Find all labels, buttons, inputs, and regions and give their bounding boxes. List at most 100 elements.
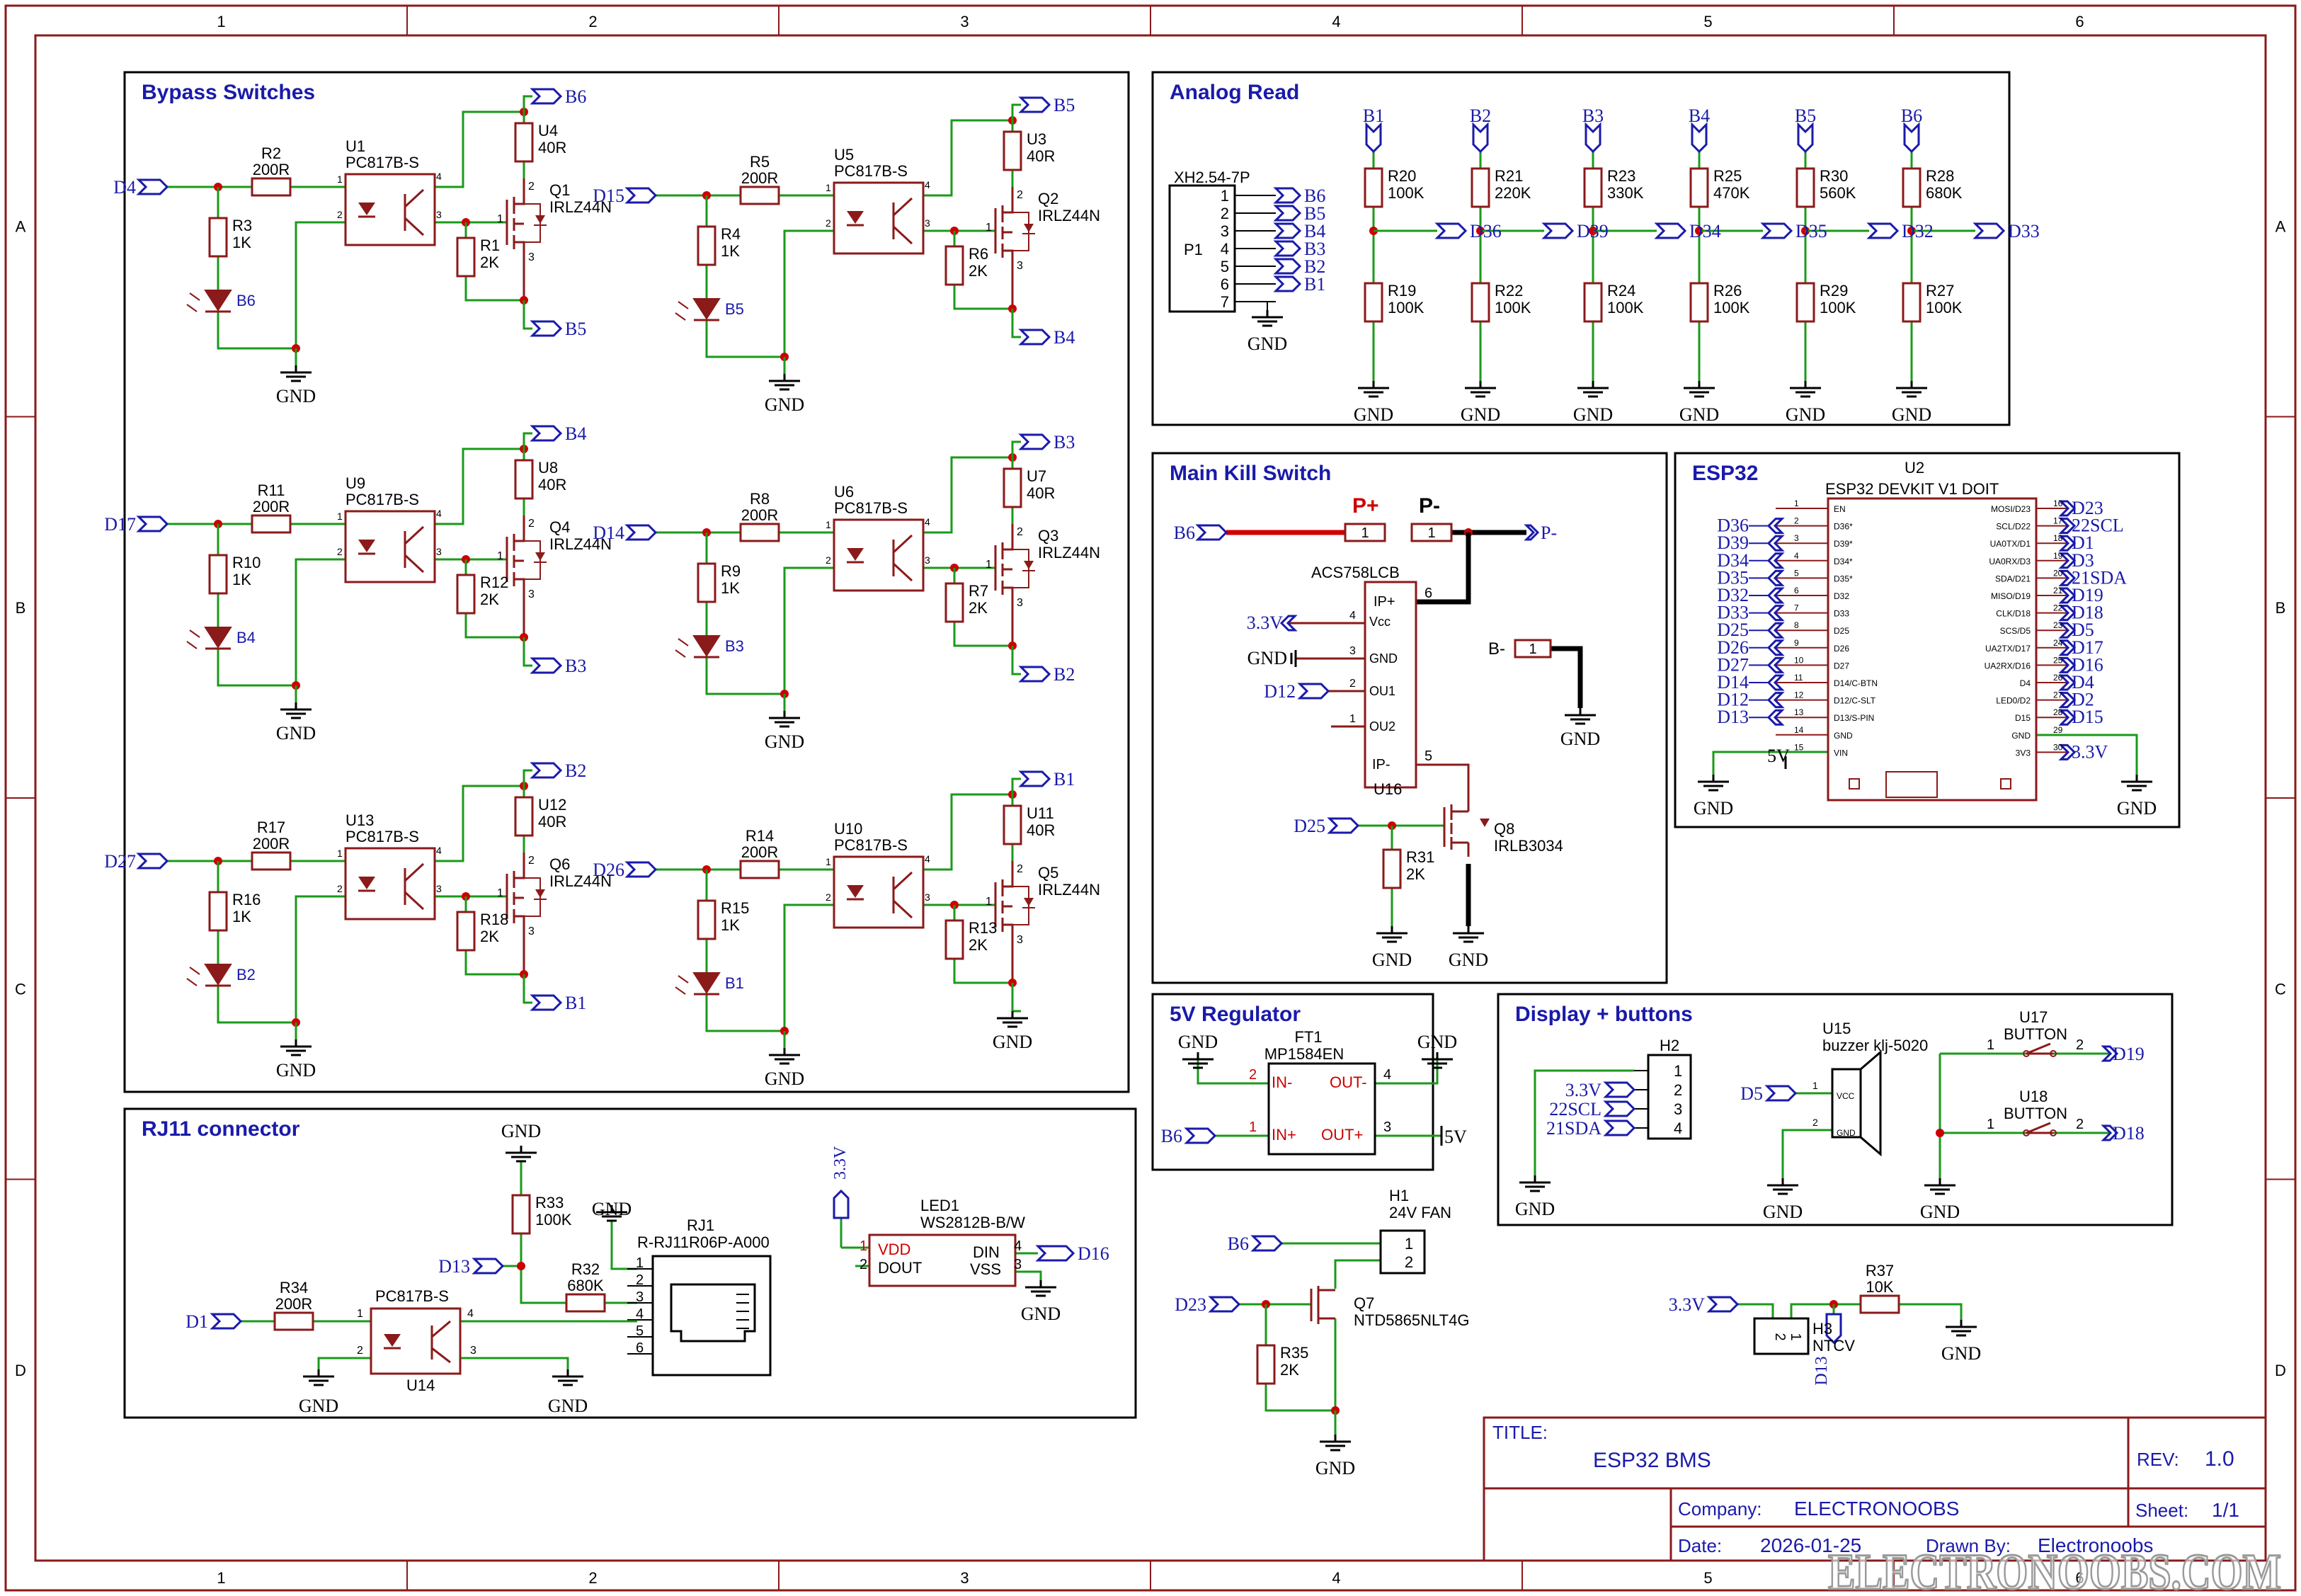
net-name: 5V bbox=[1767, 746, 1790, 766]
resistor-ref: R33 bbox=[535, 1194, 564, 1212]
net-flag-shape bbox=[2101, 1124, 2119, 1141]
pin-number: 21 bbox=[2053, 586, 2063, 595]
pin-number: 6 bbox=[1794, 586, 1799, 595]
net-flag-shape bbox=[1273, 240, 1302, 257]
ground-symbol bbox=[280, 702, 312, 719]
components bbox=[136, 88, 2267, 1562]
resistor-ref: R16 bbox=[232, 891, 261, 908]
buzzer-ref: U15 bbox=[1822, 1020, 1851, 1037]
net-flag bbox=[136, 853, 169, 870]
net-flag-shape bbox=[1866, 222, 1900, 239]
resistor-body bbox=[944, 919, 964, 960]
led-triangle bbox=[692, 635, 721, 657]
grid-row-label: A bbox=[2276, 217, 2286, 235]
resistor-body bbox=[1583, 282, 1603, 323]
wire bbox=[524, 877, 541, 917]
net-flag bbox=[1603, 1119, 1636, 1136]
pin-number: 1 bbox=[860, 1238, 867, 1254]
net-flag-shape bbox=[530, 320, 563, 337]
fan-header bbox=[1379, 1229, 1426, 1275]
wire bbox=[1012, 886, 1029, 925]
buzzer-value: buzzer klj-5020 bbox=[1822, 1037, 1928, 1054]
resistor-ref: R18 bbox=[480, 911, 508, 928]
resistor bbox=[456, 574, 476, 615]
regulator-type: MP1584EN bbox=[1264, 1045, 1344, 1063]
net-flag-shape bbox=[1766, 709, 1785, 726]
pin-name: D27 bbox=[1834, 661, 1849, 671]
pin-name: MISO/D19 bbox=[1991, 591, 2031, 601]
pin-number: 3 bbox=[925, 217, 930, 229]
pin-number: 5 bbox=[636, 1323, 644, 1339]
net-name: B6 bbox=[1304, 186, 1325, 206]
opto-ref: U5 bbox=[834, 146, 854, 164]
net-flag bbox=[1766, 692, 1785, 709]
grid-col-label: 2 bbox=[588, 1569, 597, 1587]
ground-symbol bbox=[769, 1048, 800, 1065]
net-name: B2 bbox=[1304, 256, 1325, 277]
net-name: 5V bbox=[1444, 1127, 1467, 1147]
opto-transistor bbox=[892, 871, 913, 891]
ground-label: GND bbox=[1372, 950, 1412, 970]
buzzer-cone bbox=[1859, 1049, 1882, 1157]
mosfet-value: IRLZ44N bbox=[549, 872, 612, 890]
section-title-esp: ESP32 bbox=[1692, 462, 1758, 485]
junction-dot bbox=[1936, 1129, 1944, 1137]
net-name: D26 bbox=[593, 860, 624, 880]
resistor-value: 200R bbox=[741, 843, 779, 861]
net-flag bbox=[2058, 743, 2077, 760]
pin-number: 1 bbox=[1788, 1333, 1803, 1340]
led-ray bbox=[678, 301, 689, 309]
net-flag bbox=[1972, 222, 2006, 239]
resistor bbox=[1583, 167, 1603, 208]
led-label: B4 bbox=[236, 629, 256, 646]
net-flag-shape bbox=[1018, 770, 1051, 787]
net-name: D32 bbox=[1902, 221, 1934, 241]
sensor-type: ACS758LCB bbox=[1311, 564, 1400, 581]
resistor-value: 40R bbox=[1027, 484, 1055, 502]
grid-row-label: A bbox=[16, 217, 26, 235]
led-triangle bbox=[204, 290, 232, 312]
resistor bbox=[456, 236, 476, 278]
net-name: D19 bbox=[2072, 585, 2103, 605]
resistor-value: 560K bbox=[1820, 184, 1856, 202]
net-name: D27 bbox=[1717, 654, 1749, 675]
net-flag bbox=[1766, 622, 1785, 639]
net-flag bbox=[1825, 1313, 1842, 1345]
pin-name: UA0TX/D1 bbox=[1990, 539, 2031, 549]
net-flag-shape bbox=[1706, 1296, 1740, 1313]
status-led bbox=[675, 635, 721, 659]
mosfet-value: NTD5865NLT4G bbox=[1354, 1311, 1469, 1329]
net-flag bbox=[1018, 96, 1051, 113]
ground-label: GND bbox=[1247, 334, 1287, 354]
resistor-body bbox=[1902, 282, 1922, 323]
net-flag-shape bbox=[530, 994, 563, 1011]
resistor-value: 330K bbox=[1607, 184, 1644, 202]
net-flag-shape bbox=[1603, 1081, 1636, 1098]
pin-number: 1 bbox=[1249, 1119, 1257, 1135]
jack-ref: RJ1 bbox=[687, 1216, 714, 1234]
pin-number: 11 bbox=[1794, 673, 1803, 683]
wire bbox=[523, 300, 532, 330]
led-ref: LED1 bbox=[920, 1197, 959, 1214]
pin-number: 5 bbox=[1221, 258, 1229, 275]
mosfet bbox=[994, 542, 1035, 595]
net-flag-shape bbox=[2058, 656, 2077, 673]
net-name: D14 bbox=[593, 523, 624, 543]
net-flag bbox=[136, 515, 169, 532]
resistor-value: 40R bbox=[538, 813, 566, 831]
resistor-value: 100K bbox=[1388, 299, 1424, 317]
net-flag bbox=[1764, 1085, 1798, 1102]
optocoupler bbox=[833, 855, 925, 929]
net-flag-shape bbox=[1018, 96, 1051, 113]
pin-name: IN- bbox=[1272, 1073, 1292, 1091]
net-name: B5 bbox=[565, 319, 586, 339]
opto-led bbox=[847, 548, 864, 561]
pin-number: 4 bbox=[1014, 1238, 1022, 1254]
ground-symbol bbox=[1565, 708, 1596, 725]
resistor-body bbox=[208, 891, 228, 932]
net-flag-shape bbox=[2058, 639, 2077, 656]
wire bbox=[217, 986, 296, 1024]
pin-number: 2 bbox=[2076, 1037, 2084, 1053]
